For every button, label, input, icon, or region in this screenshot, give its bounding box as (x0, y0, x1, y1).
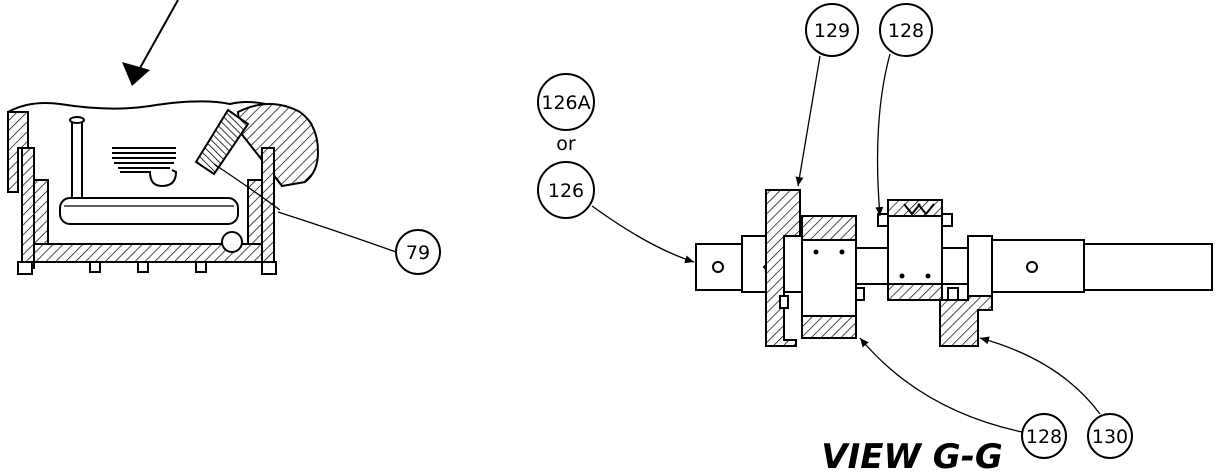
stacked-weights (112, 147, 178, 188)
base-plate (59, 197, 239, 225)
housing-right-casting (236, 103, 320, 188)
callout-128-bottom-circle (1021, 413, 1067, 459)
leader-128-bottom (859, 337, 1023, 433)
leader-79-a (277, 211, 397, 253)
shaft-hole-left (712, 261, 724, 273)
bottom-bolts (17, 261, 277, 275)
vertical-pin (71, 119, 83, 201)
leader-79-b (213, 163, 281, 211)
clamp-right-hatch-bot (887, 283, 943, 301)
housing-left-wall (7, 111, 29, 193)
shaft-hole-right (1026, 261, 1038, 273)
callout-79-circle (395, 229, 441, 275)
section-arrow-head (122, 62, 150, 86)
clamp-right-hatch-top (887, 199, 943, 217)
view-title: VIEW G-G (821, 437, 1002, 476)
callout-126a-label: 126A (541, 92, 590, 114)
leader-129 (795, 55, 821, 187)
frame-left-rail (21, 147, 35, 269)
frame-right-rail (261, 147, 275, 269)
port-circle (221, 231, 243, 253)
leader-130 (979, 336, 1101, 415)
callout-79-label: 79 (406, 242, 430, 264)
pin-cap (69, 116, 85, 124)
callout-130-label: 130 (1092, 426, 1128, 448)
clamp-left-hatch-top (801, 215, 857, 241)
left-section-view: 79 (7, 0, 441, 275)
inner-wall-right (247, 179, 263, 245)
spring (194, 108, 250, 176)
shaft-right-section (991, 239, 1085, 293)
collar-left (765, 189, 801, 347)
shaft-right-end (1083, 243, 1213, 291)
callout-129-circle (805, 3, 859, 57)
callout-or-label: or (556, 133, 576, 155)
inner-wall-left (33, 179, 49, 245)
callout-130-circle (1087, 413, 1133, 459)
callout-128-bottom-label: 128 (1026, 426, 1062, 448)
shaft-collar (967, 235, 993, 297)
callout-128-top-label: 128 (888, 20, 924, 42)
callout-129-label: 129 (814, 20, 850, 42)
callout-126-label: 126 (548, 180, 584, 202)
view-g-g: 126A or 126 129 128 128 130 VIEW G-G (537, 3, 1213, 476)
callout-128-top-circle (879, 3, 933, 57)
clamp-left-hatch-bot (801, 315, 857, 339)
callout-126a-circle (537, 73, 595, 131)
leader-126 (591, 205, 695, 264)
leader-128-top (875, 53, 891, 217)
collar-right (939, 295, 993, 347)
section-arrow-shaft (139, 0, 179, 69)
callout-126-circle (537, 161, 595, 219)
